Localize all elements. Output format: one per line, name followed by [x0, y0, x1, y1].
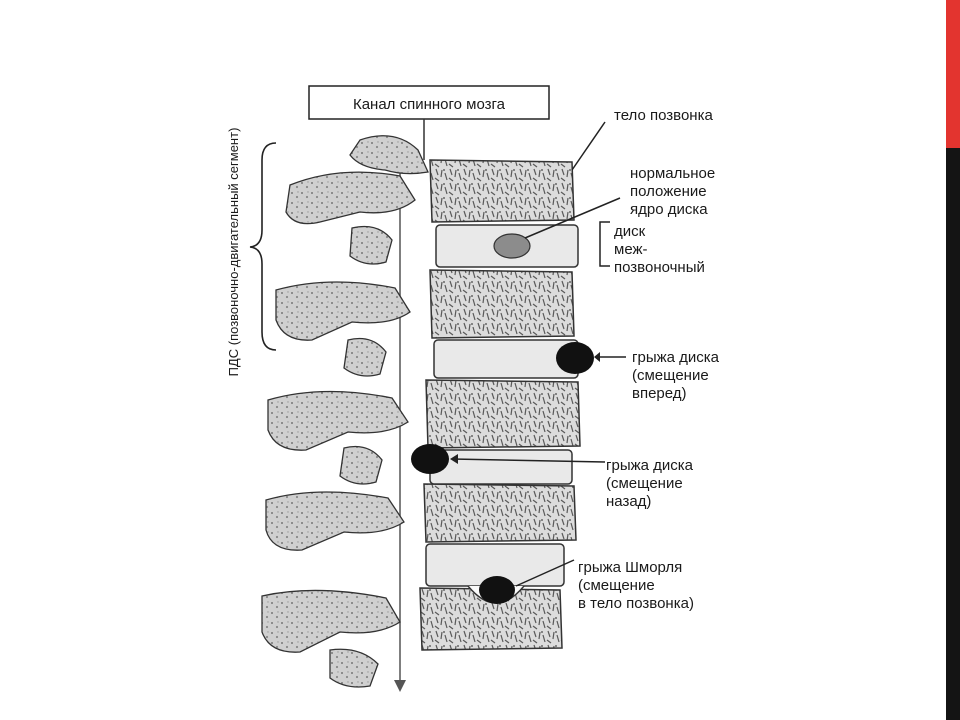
posterior-processes: [261, 135, 429, 688]
leader-lines: [451, 121, 626, 587]
brace: [249, 142, 277, 351]
label-intervertebral-disc: диск меж- позвоночный: [614, 223, 705, 276]
accent-bar-red: [946, 0, 960, 148]
arrow-back-icon: [450, 454, 458, 464]
label-schmorl: грыжа Шморля (смещение в тело позвонка): [578, 559, 694, 612]
accent-bar-dark: [946, 148, 960, 720]
side-label: ПДС (позвоночно-двигательный сегмент): [226, 128, 241, 377]
canal-label: Канал спинного мозга: [353, 96, 506, 113]
canal-arrow-icon: [394, 680, 406, 692]
normal-nucleus-icon: [493, 233, 531, 259]
label-normal-nucleus: нормальное положение ядро диска: [630, 165, 719, 218]
label-vertebral-body: тело позвонка: [614, 107, 713, 124]
vertebral-bodies: [419, 159, 581, 651]
schmorl-hernia-icon: [479, 576, 515, 604]
side-label-group: ПДС (позвоночно-двигательный сегмент): [226, 128, 241, 377]
labels: тело позвонка нормальное положение ядро …: [578, 107, 723, 612]
hernia-forward-icon: [556, 342, 594, 374]
label-hernia-forward: грыжа диска (смещение вперед): [632, 349, 723, 402]
canal-label-box: [308, 85, 550, 120]
arrow-forward-icon: [594, 352, 600, 362]
label-hernia-back: грыжа диска (смещение назад): [606, 457, 697, 510]
hernia-back-icon: [411, 444, 449, 474]
